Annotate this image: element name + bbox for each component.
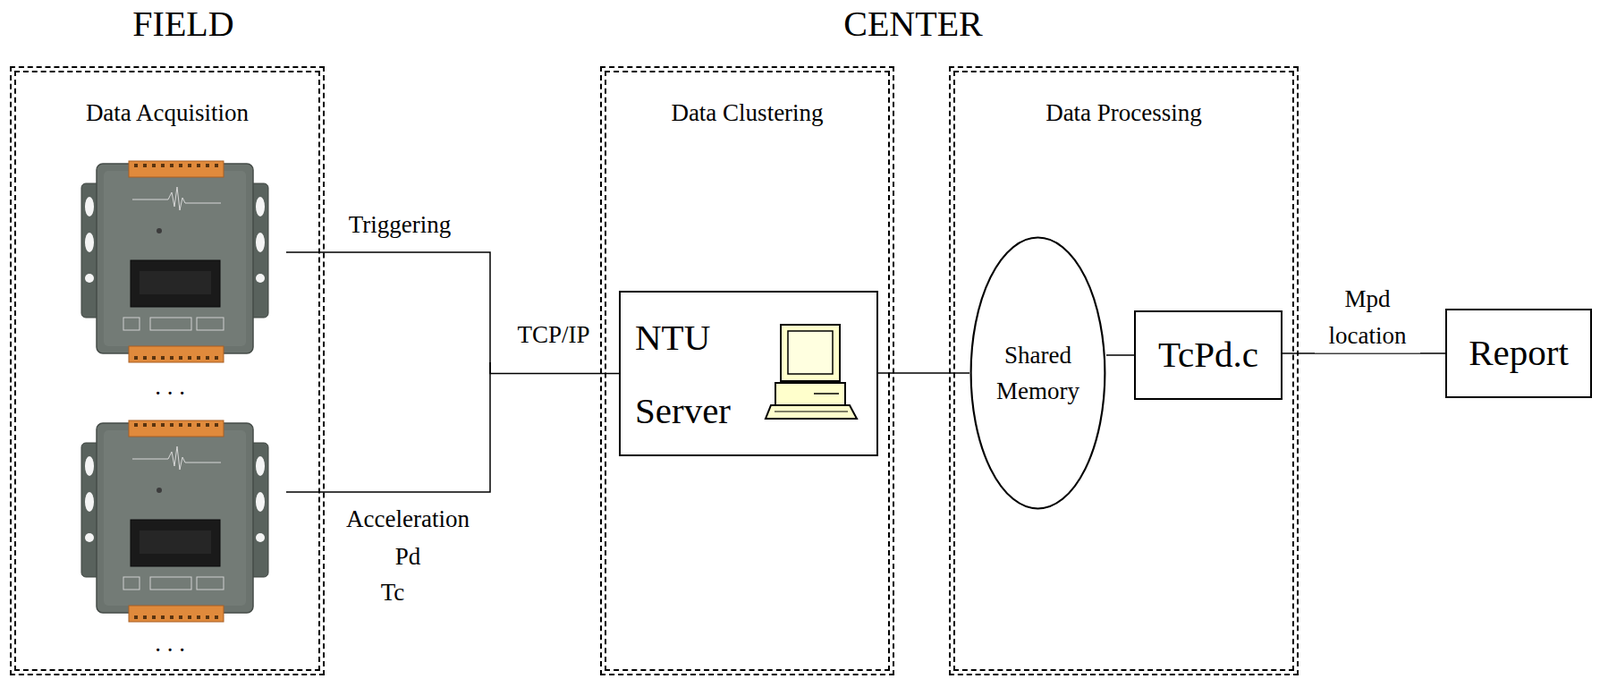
region-heading: FIELD [129,2,237,45]
region-heading: CENTER [840,2,986,45]
connector-line [1106,354,1135,356]
signal-name: Pd [392,542,424,571]
ellipsis: . . . [152,629,188,658]
connector-line [878,372,970,374]
computer-icon [765,324,857,419]
daq-device [81,420,269,622]
protocol-label: TCP/IP [514,316,593,354]
group-region: Data Acquisition [9,66,325,676]
node-label: TcPd.c [1158,332,1259,377]
group-heading: Data Processing [950,98,1297,127]
group-region: Shared Memory TcPd.c Data Processing [948,66,1299,676]
group-heading: Data Acquisition [11,98,323,127]
process-box: TcPd.c [1134,310,1283,400]
output-box: Report [1445,308,1592,398]
group-heading: Data Clustering [601,98,893,127]
memory-ellipse: Shared Memory [969,236,1107,510]
node-label: NTU Server [634,300,779,448]
group-region: NTU Server Data Clustering [600,66,895,676]
daq-device [81,160,269,363]
connector-line [324,252,619,374]
signal-wire [286,252,491,492]
output-label: Mpd location [1314,280,1421,354]
signal-name: Acceleration [343,505,473,534]
ellipse-outline [969,236,1107,510]
node-label: Report [1468,330,1569,375]
signal-name: Tc [378,578,408,607]
ellipsis: . . . [152,372,188,401]
ellipse-shape [971,237,1106,509]
server-box: NTU Server [618,290,879,457]
node-label: Shared Memory [980,337,1096,410]
signal-name: Triggering [346,211,455,239]
